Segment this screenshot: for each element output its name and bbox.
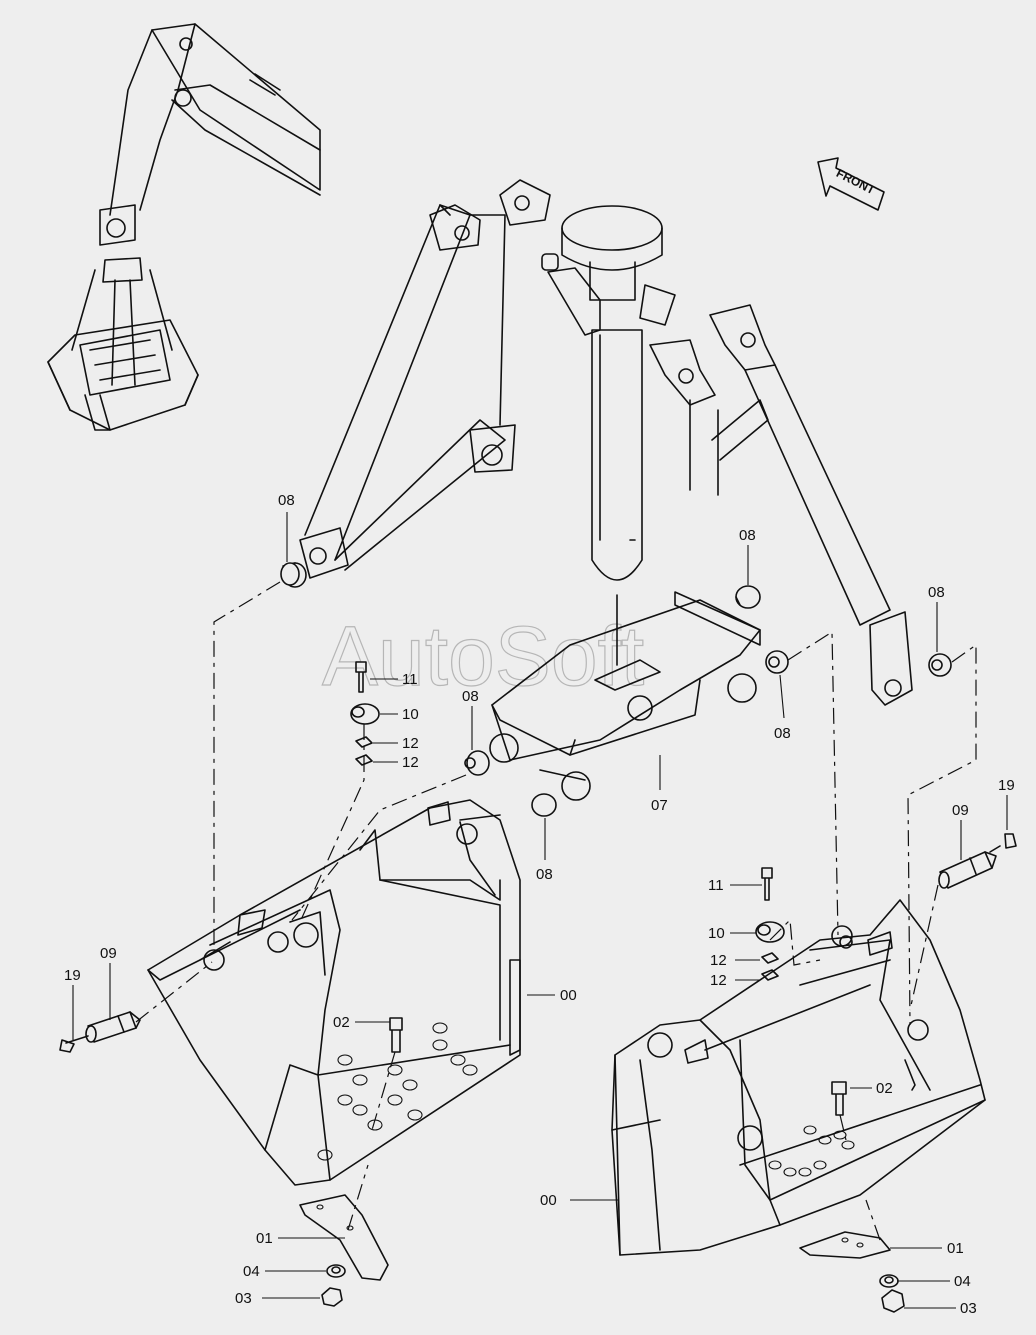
left-bucket <box>147 799 521 1307</box>
left-tooth-01 <box>299 1194 389 1281</box>
right-bucket <box>611 899 986 1313</box>
right-bucket-holes <box>768 1125 855 1177</box>
center-cross-beam <box>489 591 761 801</box>
callout-00-a: 00 <box>560 987 577 1004</box>
left-a-frame-link <box>299 179 551 579</box>
callout-08-d: 08 <box>928 584 945 601</box>
callout-11-a: 11 <box>402 671 418 688</box>
callout-19-a: 19 <box>64 967 81 984</box>
bushing-08-c <box>765 650 789 674</box>
callout-01-b: 01 <box>947 1240 964 1257</box>
right-frame-link <box>649 304 913 706</box>
callout-labels: 08 08 08 08 08 08 11 10 12 12 07 19 09 1… <box>64 492 1015 1317</box>
watermark: AutoSoft <box>322 609 644 703</box>
right-tooth-01 <box>799 1231 891 1259</box>
callout-09-b: 09 <box>952 802 969 819</box>
callout-12-a: 12 <box>402 735 419 752</box>
pin-right <box>938 833 1017 889</box>
pin-left <box>59 1011 141 1053</box>
callout-08-e: 08 <box>462 688 479 705</box>
bushings <box>280 562 952 817</box>
front-label: FRONT <box>834 166 878 198</box>
leader-lines <box>72 512 1008 1309</box>
left-nut-03 <box>321 1287 343 1307</box>
bushing-08-f <box>531 793 557 817</box>
callout-04-b: 04 <box>954 1273 971 1290</box>
callout-12-d: 12 <box>710 972 727 989</box>
callout-10-b: 10 <box>708 925 725 942</box>
left-washer-04 <box>326 1264 346 1278</box>
callout-19-b: 19 <box>998 777 1015 794</box>
callout-08-b: 08 <box>739 527 756 544</box>
front-direction-arrow: FRONT <box>817 157 885 211</box>
left-bucket-bolt-02 <box>389 1017 403 1053</box>
callout-12-c: 12 <box>710 952 727 969</box>
callout-09-a: 09 <box>100 945 117 962</box>
right-bucket-bolt-02 <box>831 1081 847 1116</box>
callout-02-b: 02 <box>876 1080 893 1097</box>
callout-07: 07 <box>651 797 668 814</box>
callout-12-b: 12 <box>402 754 419 771</box>
left-bucket-holes <box>317 1022 478 1161</box>
callout-01-a: 01 <box>256 1230 273 1247</box>
assembly-lines <box>135 581 977 1241</box>
hydraulic-cylinder <box>541 205 676 666</box>
callout-08-a: 08 <box>278 492 295 509</box>
callout-08-c: 08 <box>774 725 791 742</box>
callout-11-b: 11 <box>708 877 724 894</box>
callout-03-b: 03 <box>960 1300 977 1317</box>
left-fasteners <box>350 661 380 766</box>
callout-03-a: 03 <box>235 1290 252 1307</box>
bushing-08-b <box>735 585 761 609</box>
right-nut-03 <box>881 1289 905 1313</box>
right-washer-04 <box>879 1274 899 1288</box>
callout-00-b: 00 <box>540 1192 557 1209</box>
callout-10-a: 10 <box>402 706 419 723</box>
bushing-08-d <box>928 653 952 677</box>
callout-02-a: 02 <box>333 1014 350 1031</box>
inset-excavator-clamshell <box>47 23 321 431</box>
callout-04-a: 04 <box>243 1263 260 1280</box>
callout-08-f: 08 <box>536 866 553 883</box>
bushing-08-e <box>464 750 490 776</box>
bushing-08-a <box>280 562 307 588</box>
right-fasteners <box>755 867 785 981</box>
